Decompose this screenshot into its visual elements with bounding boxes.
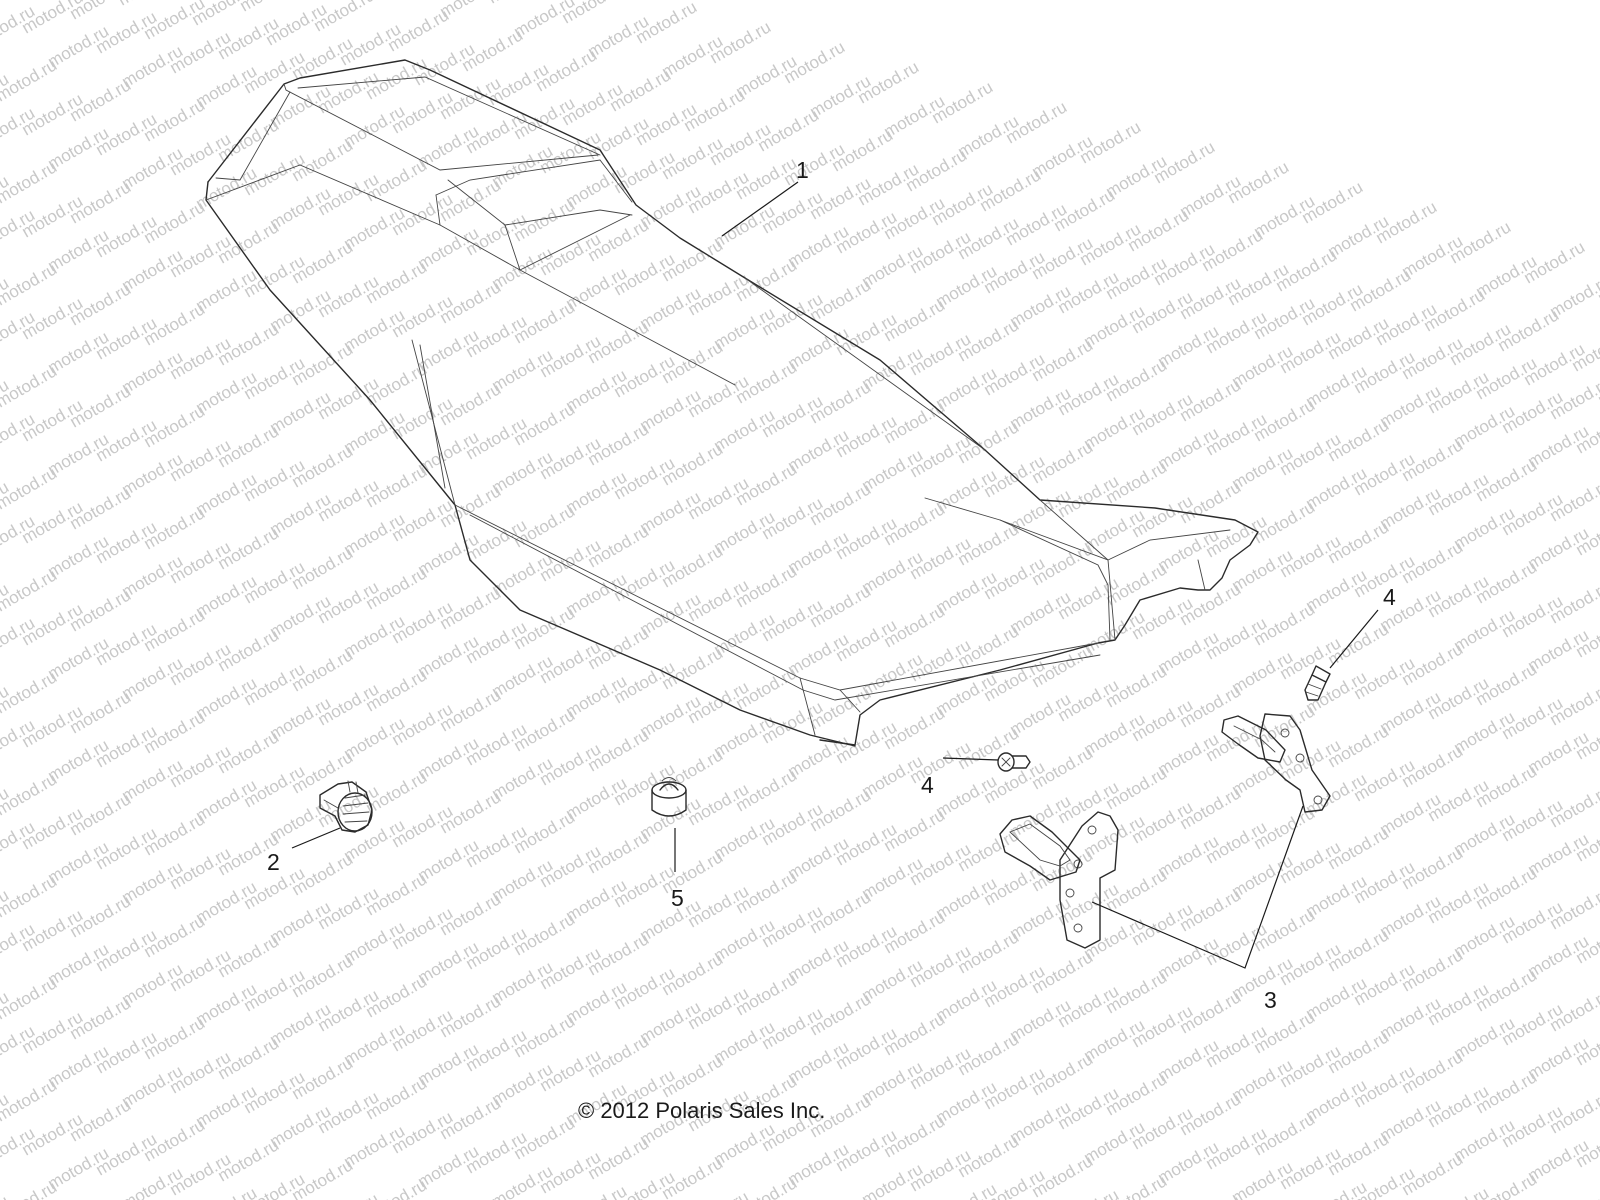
bumper-part xyxy=(651,777,687,817)
seat-part xyxy=(205,59,1259,747)
screw-upper-part xyxy=(1304,665,1331,701)
callout-label-1: 1 xyxy=(796,157,809,183)
callout-label-3: 3 xyxy=(1264,987,1277,1013)
callout-leader-2 xyxy=(291,827,341,849)
callout-leader-4b xyxy=(942,757,999,761)
callout-leader-1 xyxy=(721,181,799,237)
screw-lower-part xyxy=(997,752,1031,772)
callout-label-5: 5 xyxy=(671,885,684,911)
copyright-notice: © 2012 Polaris Sales Inc. xyxy=(578,1098,826,1123)
callout-label-4-upper: 4 xyxy=(1383,584,1396,610)
callout-leader-4a xyxy=(1329,609,1379,669)
hinge-bracket-upper xyxy=(1221,713,1331,813)
callout-label-2: 2 xyxy=(267,849,280,875)
callout-label-4-lower: 4 xyxy=(921,772,934,798)
callout-leader-3 xyxy=(1091,805,1304,969)
latch-part xyxy=(319,780,373,833)
hinge-bracket-lower xyxy=(999,811,1119,949)
